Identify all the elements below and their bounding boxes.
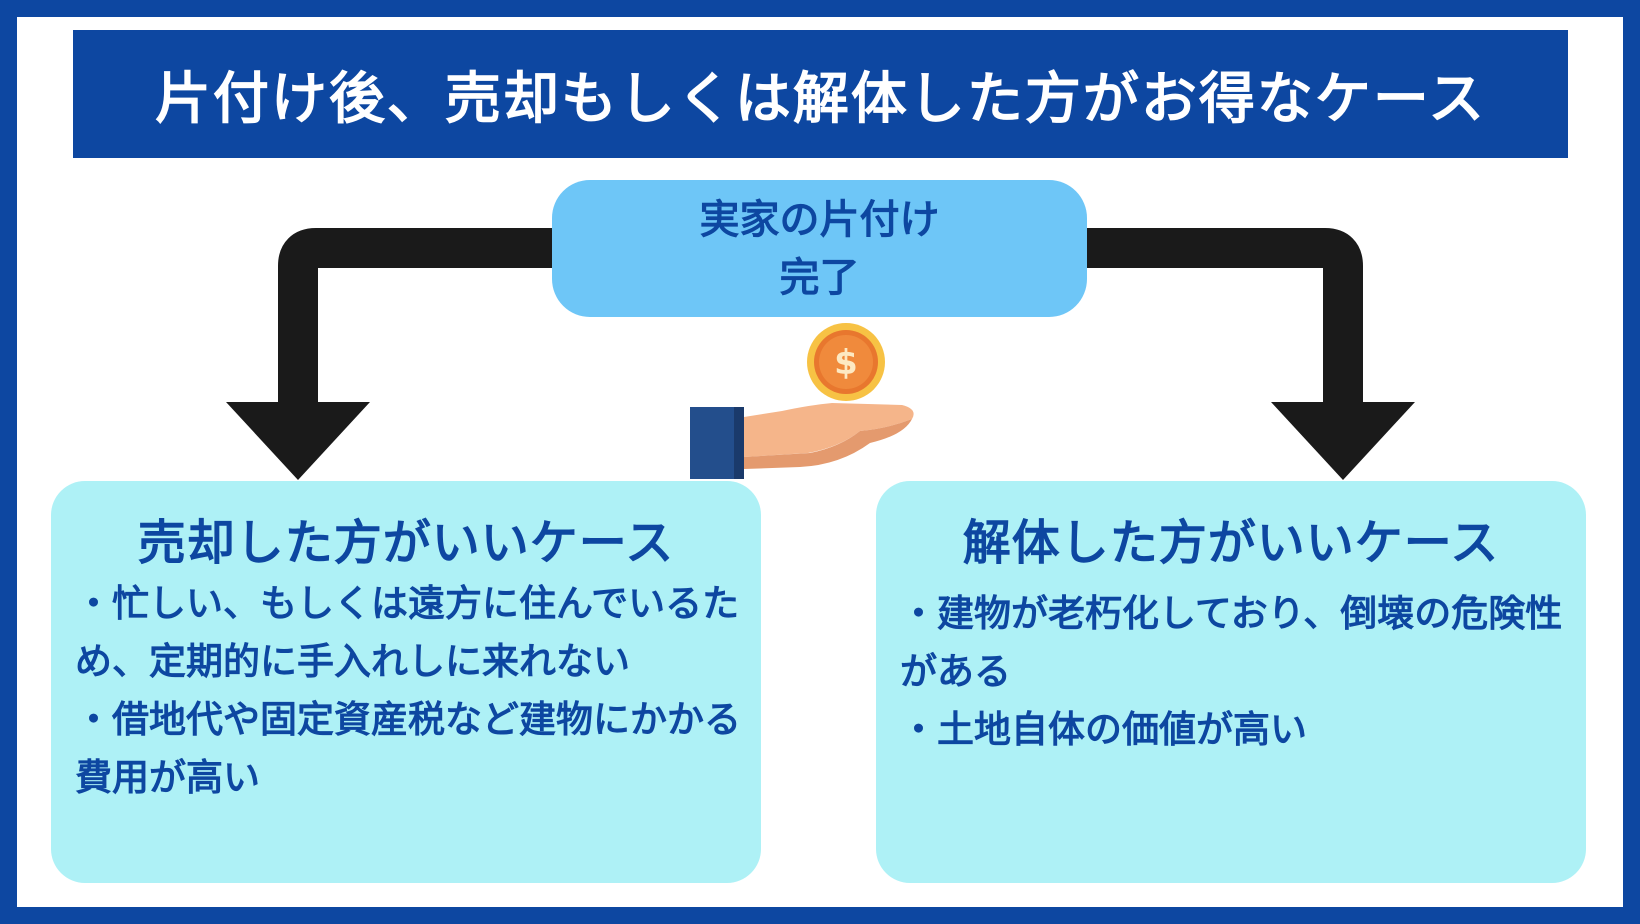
arrow-down-right-head [1271,402,1415,480]
list-item: ・土地自体の価値が高い [900,708,1307,751]
start-node-line2: 完了 [779,254,860,301]
start-node: 実家の片付け 完了 [552,180,1087,317]
arrow-down-left-head [226,402,370,480]
sell-case-card: 売却した方がいいケース ・忙しい、もしくは遠方に住んでいるため、定期的に手入れし… [51,481,761,883]
arrow-down-right-icon [1087,228,1363,402]
dollar-coin-icon: $ [807,323,885,401]
list-item: ・借地代や固定資産税など建物にかかる費用が高い [75,698,741,799]
demolish-case-title: 解体した方がいいケース [962,515,1500,571]
demolish-case-list: ・建物が老朽化しており、倒壊の危険性がある ・土地自体の価値が高い [900,585,1572,759]
arrow-down-left-icon [278,228,552,402]
sell-case-list: ・忙しい、もしくは遠方に住んでいるため、定期的に手入れしに来れない ・借地代や固… [75,575,747,807]
list-item: ・忙しい、もしくは遠方に住んでいるため、定期的に手入れしに来れない [75,582,740,683]
demolish-case-card: 解体した方がいいケース ・建物が老朽化しており、倒壊の危険性がある ・土地自体の… [876,481,1586,883]
sell-case-title: 売却した方がいいケース [137,515,675,571]
page-title: 片付け後、売却もしくは解体した方がお得なケース [154,66,1487,132]
title-banner: 片付け後、売却もしくは解体した方がお得なケース [73,30,1568,158]
list-item: ・建物が老朽化しており、倒壊の危険性がある [900,592,1563,693]
open-hand-icon [690,403,914,479]
start-node-line1: 実家の片付け [699,196,940,243]
svg-text:$: $ [834,343,858,383]
